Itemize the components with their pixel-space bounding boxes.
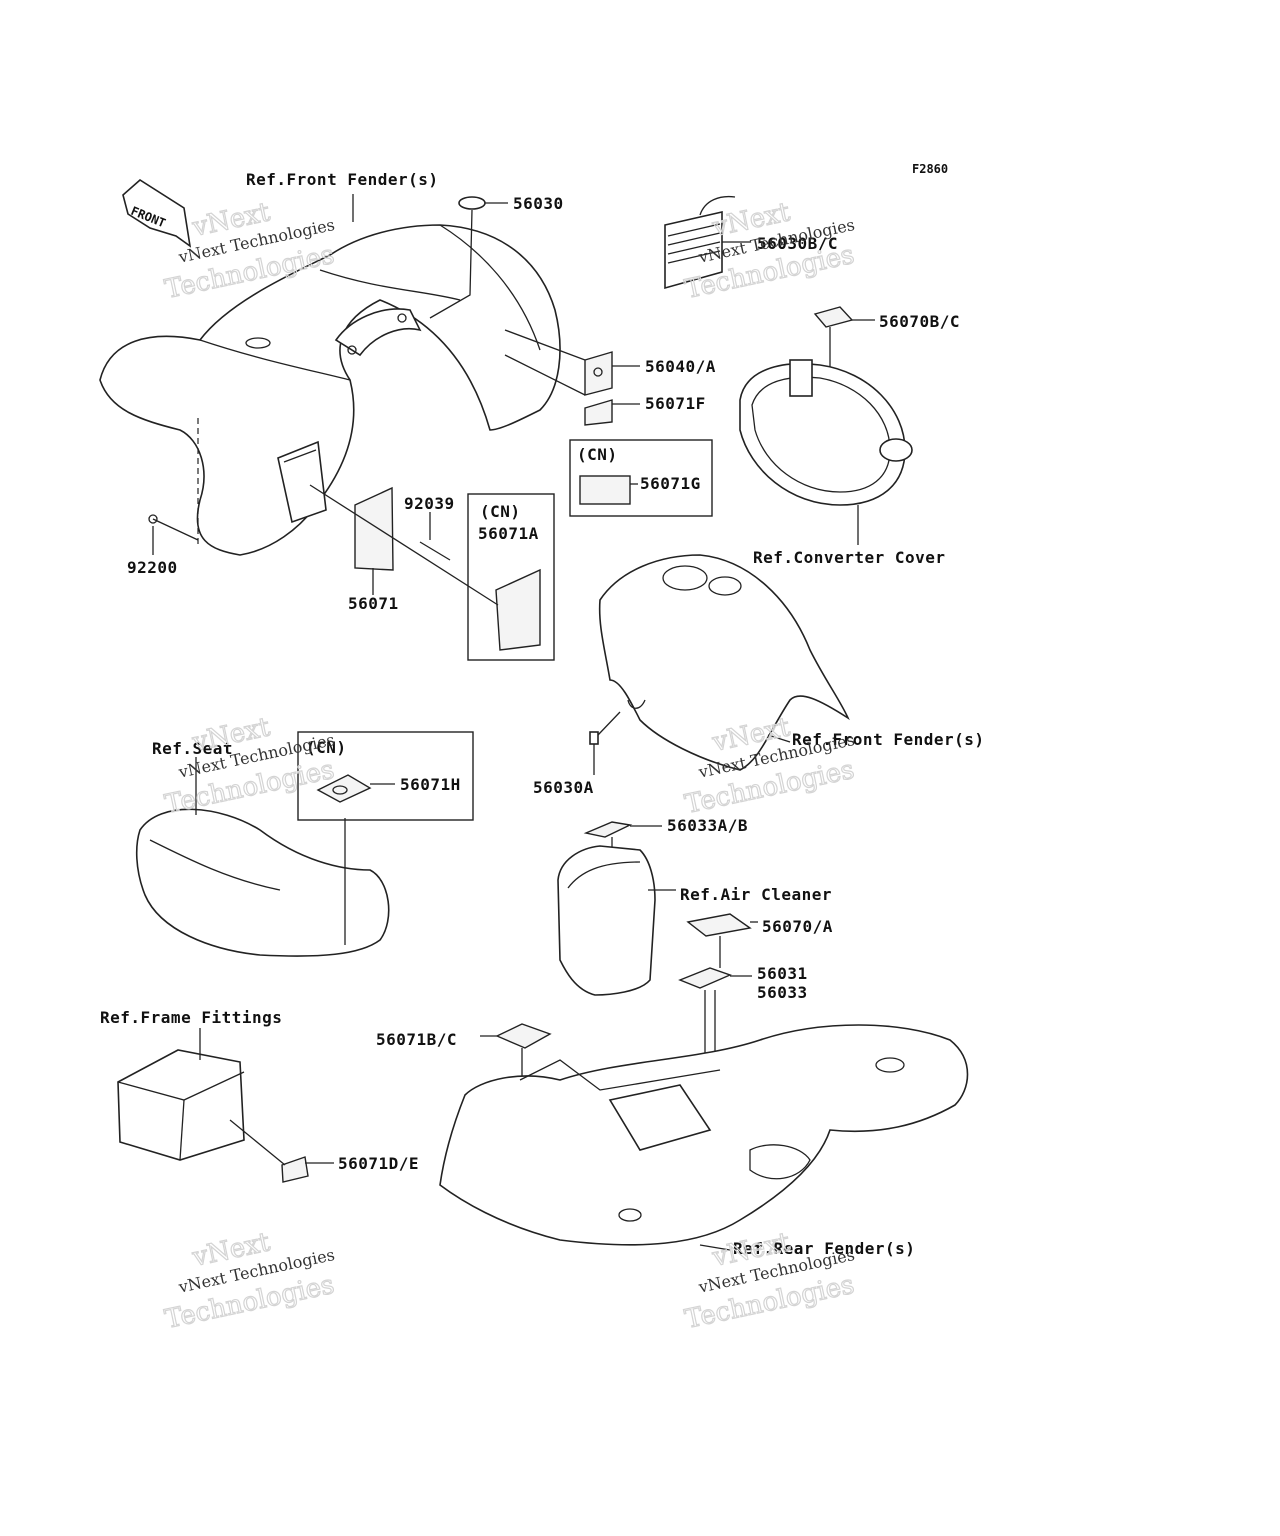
decal-56071h <box>316 774 372 803</box>
decal-56071 <box>354 486 394 571</box>
part-56070a: 56070/A <box>762 917 833 936</box>
part-56071: 56071 <box>348 594 399 613</box>
ref-front-fender-mid: Ref.Front Fender(s) <box>792 730 985 749</box>
watermark-3: vNext vNext Technologies Technologies <box>162 712 338 821</box>
air-cleaner-drawing <box>557 821 676 996</box>
cn-label-56071h: (CN) <box>306 738 347 757</box>
part-56030bc: 56030B/C <box>757 234 838 253</box>
seat-drawing <box>135 757 390 957</box>
cn-box-56071h <box>297 731 474 821</box>
part-56030: 56030 <box>513 194 564 213</box>
part-56030a: 56030A <box>533 778 594 797</box>
part-56071h: 56071H <box>400 775 461 794</box>
decal-56070a <box>686 913 752 937</box>
decal-56071a <box>495 568 541 651</box>
decal-56071bc <box>495 1023 552 1049</box>
ref-air-cleaner: Ref.Air Cleaner <box>680 885 832 904</box>
ref-rear-fender: Ref.Rear Fender(s) <box>733 1239 915 1258</box>
front-fender-mid-drawing <box>589 554 850 775</box>
figure-code: F2860 <box>912 162 948 176</box>
part-56071f: 56071F <box>645 394 706 413</box>
front-arrow-icon: FRONT <box>122 179 192 248</box>
grommet-56030 <box>458 196 486 210</box>
watermark-5: vNext vNext Technologies Technologies <box>162 1227 338 1336</box>
rear-fender-drawing <box>439 1024 969 1251</box>
part-56031: 56031 <box>757 964 808 983</box>
decal-56071de <box>281 1156 309 1183</box>
decal-56031 <box>678 967 732 989</box>
ref-seat: Ref.Seat <box>152 739 233 758</box>
part-92200: 92200 <box>127 558 178 577</box>
frame-fittings-drawing <box>117 1028 245 1161</box>
part-56033ab: 56033A/B <box>667 816 748 835</box>
part-56040a: 56040/A <box>645 357 716 376</box>
decal-56040a <box>584 351 613 396</box>
decal-56071f <box>584 399 613 426</box>
ref-converter-cover: Ref.Converter Cover <box>753 548 946 567</box>
part-56071bc: 56071B/C <box>376 1030 457 1049</box>
part-56071g: 56071G <box>640 474 701 493</box>
part-56033: 56033 <box>757 983 808 1002</box>
part-92039: 92039 <box>404 494 455 513</box>
ref-frame-fittings: Ref.Frame Fittings <box>100 1008 282 1027</box>
cn-label-56071g: (CN) <box>577 445 618 464</box>
front-fender-top-drawing <box>99 224 561 556</box>
converter-cover-drawing <box>739 306 913 545</box>
cn-box-56071a <box>467 493 555 661</box>
cn-box-56071g <box>569 439 713 517</box>
watermark-6: vNext vNext Technologies Technologies <box>682 1227 858 1336</box>
clip-92200 <box>148 514 158 524</box>
part-56071a: 56071A <box>478 524 539 543</box>
ref-front-fender-top: Ref.Front Fender(s) <box>246 170 439 189</box>
part-56071de: 56071D/E <box>338 1154 419 1173</box>
tag-56030bc <box>664 195 750 290</box>
part-56070bc: 56070B/C <box>879 312 960 331</box>
cn-label-56071a: (CN) <box>480 502 521 521</box>
